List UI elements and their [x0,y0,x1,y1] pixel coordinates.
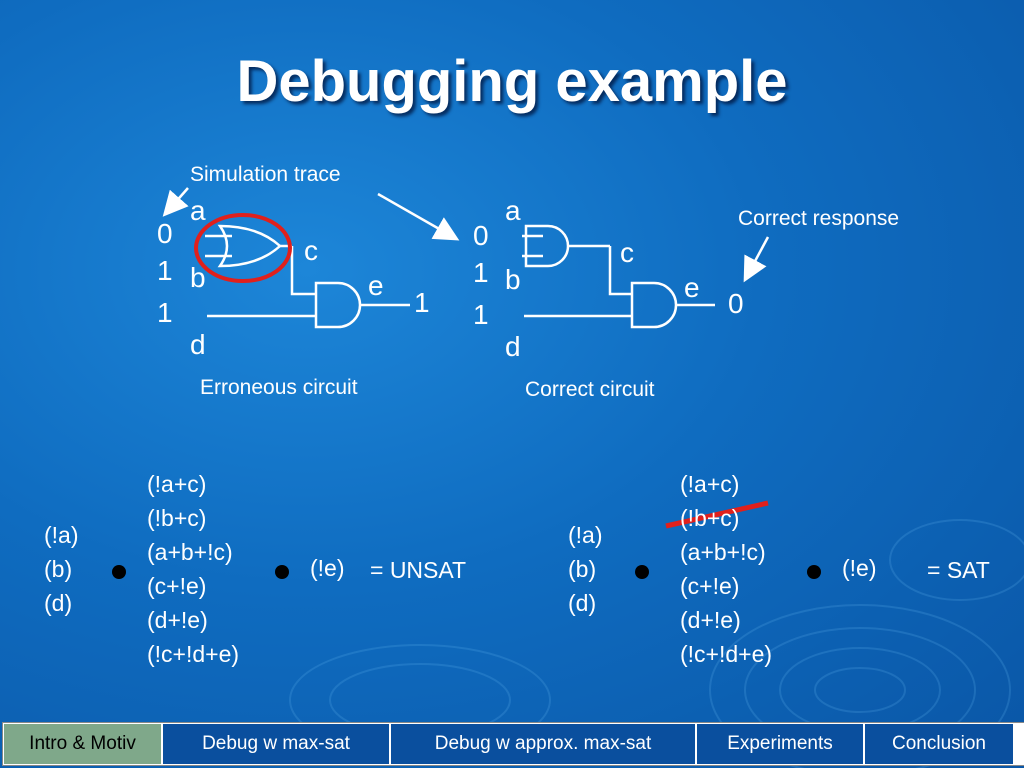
clause: (c+!e) [147,573,207,599]
section-nav-bar: Intro & Motiv Debug w max-sat Debug w ap… [2,722,1024,766]
nav-tab-experiments[interactable]: Experiments [697,724,863,764]
correct-signal-c: c [620,237,634,268]
erroneous-signal-b: b [190,262,206,293]
erroneous-signal-d: d [190,329,206,360]
right-gate-clauses: (!a+c) (!b+c) (a+b+!c) (c+!e) (d+!e) (!c… [680,467,772,671]
left-input-clauses: (!a) (b) (d) [44,518,79,620]
correct-input-value: 1 [473,257,489,288]
left-output-clause: (!e) [310,555,345,581]
clause: (d+!e) [147,607,208,633]
simulation-trace-label: Simulation trace [190,163,341,186]
erroneous-signal-c: c [304,235,318,266]
erroneous-input-value: 1 [157,255,173,286]
clause: (!a+c) [147,471,207,497]
clause: (!a+c) [680,471,740,497]
correct-signal-b: b [505,264,521,295]
clause: (d) [44,590,73,616]
erroneous-input-value: 1 [157,297,173,328]
erroneous-signal-a: a [190,195,206,226]
nav-tab-debug-max-sat[interactable]: Debug w max-sat [163,724,389,764]
erroneous-input-value: 0 [157,218,173,249]
clause: (!c+!d+e) [147,641,240,667]
nav-tab-conclusion[interactable]: Conclusion [865,724,1013,764]
clause: (d+!e) [680,607,741,633]
erroneous-circuit-label: Erroneous circuit [200,376,358,399]
conjunction-bullet [635,565,649,579]
nav-tab-debug-approx-max-sat[interactable]: Debug w approx. max-sat [391,724,695,764]
slide-title: Debugging example [236,49,788,114]
clause: (!a) [44,522,79,548]
right-input-clauses: (!a) (b) (d) [568,518,603,620]
nav-tab-intro-motiv[interactable]: Intro & Motiv [4,724,161,764]
correct-circuit-label: Correct circuit [525,378,655,401]
correct-signal-e: e [684,272,700,303]
erroneous-signal-e: e [368,270,384,301]
clause: (!a) [568,522,603,548]
clause: (a+b+!c) [680,539,766,565]
right-result: = SAT [927,557,990,583]
correct-output-value: 0 [728,288,744,319]
erroneous-output-value: 1 [414,287,430,318]
clause: (a+b+!c) [147,539,233,565]
clause: (!c+!d+e) [680,641,773,667]
correct-input-value: 1 [473,299,489,330]
left-result: = UNSAT [370,557,467,583]
clause: (d) [568,590,597,616]
right-output-clause: (!e) [842,555,877,581]
clause-struck: (!b+c) [680,505,740,531]
correct-signal-d: d [505,331,521,362]
clause: (b) [44,556,73,582]
clause: (b) [568,556,597,582]
clause: (!b+c) [147,505,207,531]
conjunction-bullet [807,565,821,579]
left-gate-clauses: (!a+c) (!b+c) (a+b+!c) (c+!e) (d+!e) (!c… [147,467,239,671]
correct-signal-a: a [505,195,521,226]
conjunction-bullet [112,565,126,579]
clause: (c+!e) [680,573,740,599]
correct-response-label: Correct response [738,207,900,230]
conjunction-bullet [275,565,289,579]
correct-input-value: 0 [473,220,489,251]
